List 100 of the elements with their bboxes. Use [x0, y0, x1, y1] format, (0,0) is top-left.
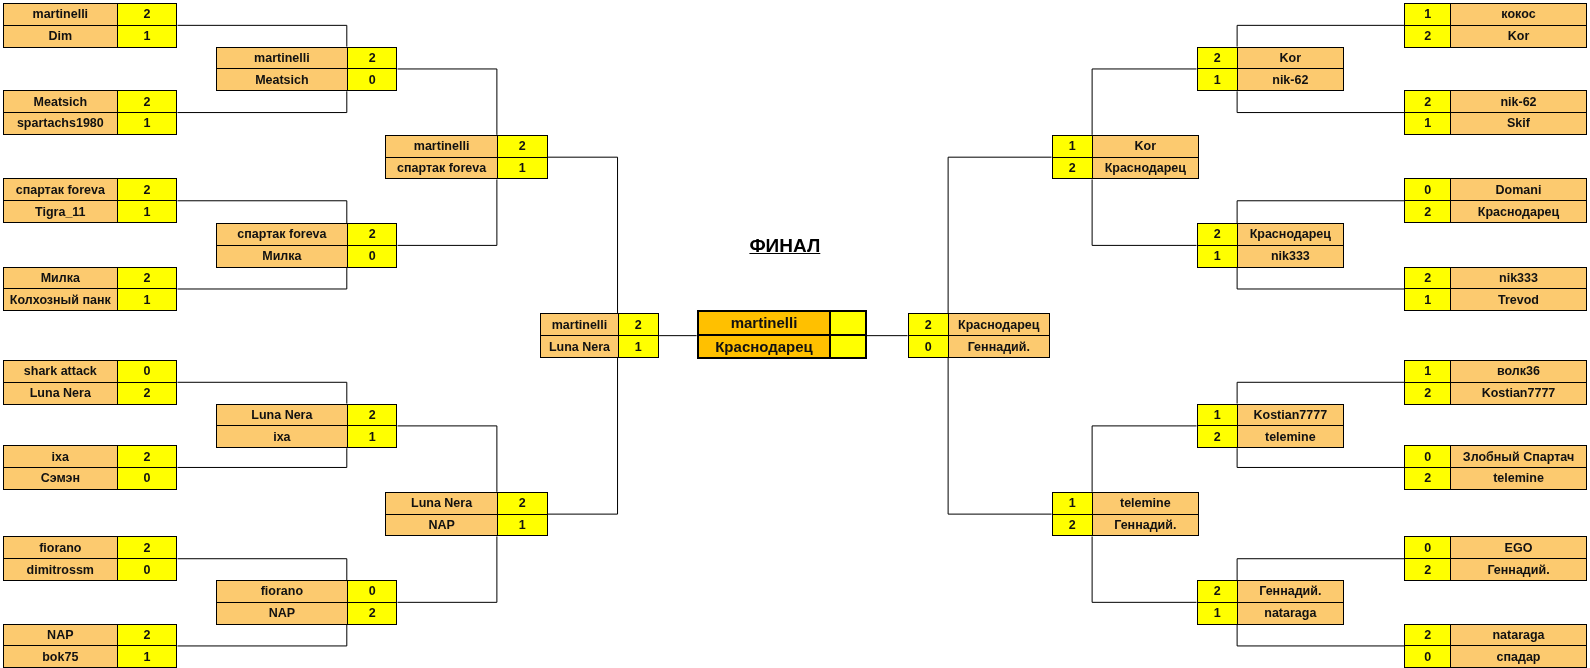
bracket-line — [397, 535, 498, 603]
score-cell: 1 — [117, 646, 177, 668]
player-name-cell: волк36 — [1451, 360, 1586, 382]
player-name-cell: NAP — [386, 514, 497, 536]
bracket-line — [1236, 381, 1405, 405]
match-box — [1404, 445, 1587, 490]
player-name-cell: спартак foreva — [4, 179, 117, 201]
bracket-line — [1236, 447, 1405, 468]
score-cell: 2 — [1197, 47, 1238, 69]
score-cell: 0 — [1405, 179, 1451, 201]
score-cell: 2 — [1197, 426, 1238, 448]
score-cell: 1 — [1052, 135, 1093, 157]
score-cell: 1 — [1405, 360, 1451, 382]
bracket-line — [397, 179, 498, 246]
player-name-cell: Kor — [1093, 135, 1198, 157]
score-cell: 2 — [117, 267, 177, 289]
player-name-cell: telemine — [1093, 492, 1198, 514]
player-name-cell: Meatsich — [4, 91, 117, 113]
bracket-line — [176, 624, 348, 647]
bracket-line — [176, 558, 348, 581]
score-cell: 2 — [117, 4, 177, 25]
player-name-cell: nataraga — [1238, 602, 1343, 624]
player-name-cell: spartachs1980 — [4, 113, 117, 134]
match-box — [216, 223, 398, 268]
match-box — [1404, 536, 1587, 582]
bracket-line — [176, 381, 348, 405]
match-box — [1196, 580, 1344, 625]
score-cell: 2 — [347, 602, 397, 624]
bracket-line — [658, 335, 698, 337]
player-name-cell: EGO — [1451, 537, 1586, 559]
player-name-cell: Геннадий. — [1238, 581, 1343, 602]
player-name-cell: Злобный Спартач — [1451, 446, 1586, 467]
match-box — [3, 359, 178, 405]
player-name-cell: Kor — [1238, 47, 1343, 69]
score-cell: 2 — [117, 91, 177, 113]
player-name-cell: Trevod — [1451, 289, 1586, 311]
score-cell: 2 — [117, 382, 177, 404]
score-cell: 1 — [618, 336, 659, 357]
score-cell: 2 — [1405, 91, 1451, 113]
bracket-line — [1091, 535, 1198, 603]
bracket-line — [1091, 425, 1198, 493]
player-name-cell: Dim — [4, 25, 117, 47]
score-cell: 1 — [1197, 245, 1238, 267]
score-cell: 1 — [1405, 4, 1451, 25]
score-cell: 2 — [1405, 559, 1451, 581]
player-name-cell: martinelli — [4, 4, 117, 25]
score-cell: 1 — [1405, 289, 1451, 311]
match-box — [385, 134, 548, 180]
score-cell: 2 — [497, 492, 547, 514]
player-name-cell: Краснодарец — [949, 314, 1049, 336]
match-box — [385, 491, 548, 537]
player-name-cell: telemine — [1451, 467, 1586, 489]
bracket-line — [1236, 24, 1405, 48]
player-name-cell: Skif — [1451, 113, 1586, 134]
player-name-cell: nik-62 — [1451, 91, 1586, 113]
score-cell: 1 — [1197, 602, 1238, 624]
player-name-cell: Luna Nera — [386, 492, 497, 514]
score-cell: 2 — [908, 314, 949, 336]
player-name-cell: Luna Nera — [217, 404, 347, 426]
score-cell: 0 — [1405, 646, 1451, 668]
bracket-line — [1236, 267, 1405, 290]
player-name-cell: Геннадий. — [1093, 514, 1198, 536]
player-name-cell: martinelli — [541, 314, 618, 336]
player-name-cell: Luna Nera — [4, 382, 117, 404]
match-box — [3, 445, 178, 490]
player-name-cell: dimitrossm — [4, 559, 117, 581]
score-cell: 2 — [117, 624, 177, 646]
bracket-line — [1236, 200, 1405, 224]
match-box — [3, 623, 178, 668]
match-box — [3, 178, 178, 224]
score-cell: 2 — [618, 314, 659, 336]
player-name-cell: Kor — [1451, 25, 1586, 47]
player-name-cell: nik333 — [1451, 267, 1586, 289]
match-box — [696, 310, 867, 359]
score-cell: 1 — [497, 157, 547, 179]
bracket-line — [1236, 558, 1405, 581]
match-box — [3, 3, 178, 48]
score-cell: 2 — [1405, 382, 1451, 404]
player-name-cell: bok75 — [4, 646, 117, 668]
score-cell: 2 — [1197, 224, 1238, 245]
score-cell: 0 — [347, 245, 397, 267]
match-box — [1051, 491, 1199, 537]
player-name-cell: fiorano — [4, 537, 117, 559]
bracket-line — [1091, 179, 1198, 246]
player-name-cell: ixa — [217, 426, 347, 448]
player-name-cell: Tigra_11 — [4, 201, 117, 223]
score-cell: 1 — [117, 113, 177, 134]
player-name-cell: Колхозный панк — [4, 289, 117, 311]
match-box — [1196, 403, 1344, 449]
player-name-cell: Краснодарец — [698, 335, 830, 357]
player-name-cell: Kostian7777 — [1451, 382, 1586, 404]
bracket-line — [1236, 90, 1405, 114]
bracket-line — [1091, 68, 1198, 136]
match-box — [1196, 223, 1344, 268]
player-name-cell: shark attack — [4, 360, 117, 382]
score-cell: 2 — [117, 179, 177, 201]
score-cell: 0 — [1405, 446, 1451, 467]
player-name-cell: кокос — [1451, 4, 1586, 25]
match-box — [540, 313, 660, 358]
score-cell: 1 — [117, 289, 177, 311]
